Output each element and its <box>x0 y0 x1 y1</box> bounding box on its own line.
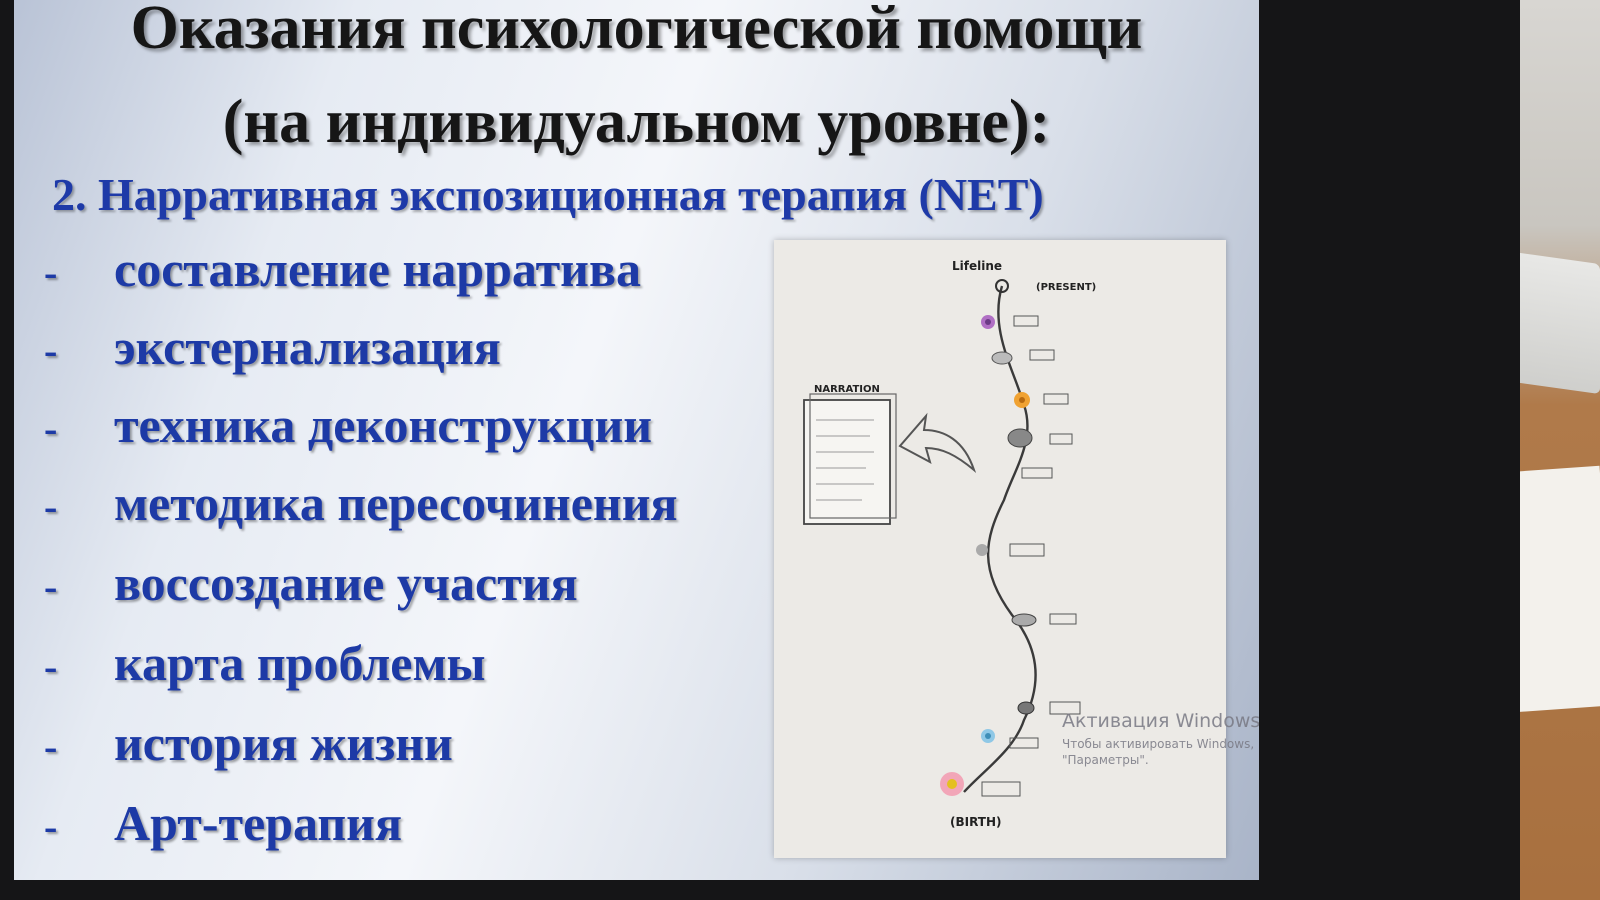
bullet-dash: - <box>44 804 58 849</box>
bullet-dash: - <box>44 724 58 769</box>
bullet-dash: - <box>44 406 58 451</box>
event-box <box>1013 315 1039 327</box>
list-item-text: составление нарратива <box>114 241 641 297</box>
flower-icon <box>940 772 964 796</box>
list-item-text: экстернализация <box>114 319 501 375</box>
flower-icon <box>976 544 988 556</box>
watermark-title: Активация Windows <box>1062 710 1259 732</box>
list-item: - карта проблемы <box>44 634 486 714</box>
list-item-text: техника деконструкции <box>114 397 653 453</box>
present-circle <box>995 279 1009 293</box>
event-box <box>1049 433 1073 445</box>
stone-icon <box>1011 613 1037 627</box>
stone-icon <box>1017 701 1035 715</box>
list-item: - история жизни <box>44 714 453 794</box>
list-item-text: Арт-терапия <box>114 795 403 851</box>
stone-icon <box>1007 428 1033 448</box>
flower-icon <box>1014 392 1030 408</box>
list-item-text: методика пересочинения <box>114 475 678 531</box>
narration-lines <box>816 419 874 501</box>
bullet-dash: - <box>44 250 58 295</box>
event-box <box>1009 737 1039 749</box>
slide-title-line-1: Оказания психологической помощи <box>130 0 1143 62</box>
event-box <box>1043 393 1069 405</box>
bullet-dash: - <box>44 328 58 373</box>
event-box <box>1029 349 1055 361</box>
event-box <box>1021 467 1053 479</box>
narration-document-back <box>809 393 897 519</box>
event-box <box>981 781 1021 797</box>
list-item: - воссоздание участия <box>44 554 578 634</box>
bullet-dash: - <box>44 564 58 609</box>
label-birth: (BIRTH) <box>950 815 1002 829</box>
slide-subtitle: 2. Нарративная экспозиционная терапия (N… <box>52 169 1044 220</box>
watermark-text: Чтобы активировать Windows, перейдите в … <box>1062 737 1259 767</box>
list-item: - Арт-терапия <box>44 794 402 874</box>
arrow-icon <box>898 412 977 474</box>
event-box <box>1049 701 1081 715</box>
event-box <box>1049 613 1077 625</box>
windows-activation-watermark: Активация Windows Чтобы активировать Win… <box>1062 710 1259 768</box>
monitor: Оказания психологической помощи (на инди… <box>0 0 1520 900</box>
label-narration: NARRATION <box>814 384 880 395</box>
lifeline-rope <box>963 285 1037 793</box>
list-item: - экстернализация <box>44 318 501 398</box>
lifeline-drawing: Lifeline (PRESENT) NARRATION (BIRTH) <box>774 240 1226 858</box>
list-item: - составление нарратива <box>44 240 641 320</box>
slide-title-line-2: (на индивидуальном уровне): <box>222 88 1051 156</box>
narration-document <box>803 399 891 525</box>
flower-icon <box>981 729 995 743</box>
stone-icon <box>991 351 1013 365</box>
label-lifeline: Lifeline <box>952 259 1002 273</box>
event-box <box>1009 543 1045 557</box>
list-item-text: история жизни <box>114 715 453 771</box>
list-item-text: карта проблемы <box>114 635 486 691</box>
bullet-dash: - <box>44 484 58 529</box>
slide-screen: Оказания психологической помощи (на инди… <box>14 0 1259 880</box>
list-item: - методика пересочинения <box>44 474 678 554</box>
label-present: (PRESENT) <box>1036 282 1096 293</box>
flower-icon <box>981 315 995 329</box>
list-item-text: воссоздание участия <box>114 555 578 611</box>
list-item: - техника деконструкции <box>44 396 652 476</box>
bullet-dash: - <box>44 644 58 689</box>
